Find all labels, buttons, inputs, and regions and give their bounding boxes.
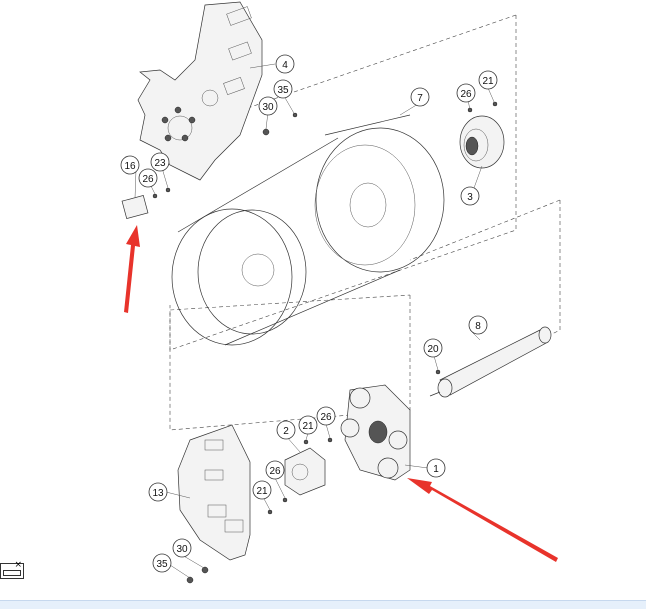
callout-8: 8 xyxy=(468,315,488,335)
callout-26: 26 xyxy=(316,406,336,426)
callout-20: 20 xyxy=(423,338,443,358)
red-arrow-lower xyxy=(407,478,558,562)
svg-text:4: 4 xyxy=(282,60,288,71)
svg-text:13: 13 xyxy=(152,488,164,499)
svg-text:16: 16 xyxy=(124,161,136,172)
bearing-flange-part-3 xyxy=(459,115,505,169)
callout-4: 4 xyxy=(275,54,295,74)
svg-text:2: 2 xyxy=(283,426,289,437)
svg-text:3: 3 xyxy=(467,192,473,203)
svg-text:21: 21 xyxy=(256,486,268,497)
callout-23: 23 xyxy=(150,152,170,172)
callout-3: 3 xyxy=(460,186,480,206)
callout-21: 21 xyxy=(252,480,272,500)
shaft-part-8 xyxy=(429,326,552,398)
callout-35: 35 xyxy=(152,553,172,573)
svg-text:7: 7 xyxy=(417,93,423,104)
svg-text:26: 26 xyxy=(269,466,281,477)
bottom-bar xyxy=(0,600,646,609)
drum-part-7 xyxy=(171,114,445,346)
svg-text:35: 35 xyxy=(156,559,168,570)
callout-21: 21 xyxy=(478,70,498,90)
callout-30: 30 xyxy=(172,538,192,558)
bracket-plate-part-4 xyxy=(137,1,263,181)
mini-window-icon[interactable]: × xyxy=(0,560,24,579)
svg-text:21: 21 xyxy=(302,421,314,432)
callout-7: 7 xyxy=(410,87,430,107)
close-icon[interactable]: × xyxy=(14,560,22,570)
assembly-frame-lower xyxy=(169,199,561,431)
svg-text:26: 26 xyxy=(320,412,332,423)
callout-13: 13 xyxy=(148,482,168,502)
svg-text:21: 21 xyxy=(482,76,494,87)
small-parts-left xyxy=(121,187,171,219)
callout-26: 26 xyxy=(138,168,158,188)
callout-2: 2 xyxy=(276,420,296,440)
svg-text:30: 30 xyxy=(262,102,274,113)
svg-text:20: 20 xyxy=(427,344,439,355)
callout-21: 21 xyxy=(298,415,318,435)
bracket-plate-part-13 xyxy=(177,424,251,561)
leader-lines xyxy=(134,63,496,579)
svg-text:26: 26 xyxy=(460,89,472,100)
callout-26: 26 xyxy=(265,460,285,480)
callout-35: 35 xyxy=(273,79,293,99)
gearbox-part-1 xyxy=(340,384,411,481)
svg-text:1: 1 xyxy=(433,464,439,475)
svg-text:23: 23 xyxy=(154,158,166,169)
svg-text:35: 35 xyxy=(277,85,289,96)
svg-text:30: 30 xyxy=(176,544,188,555)
callout-16: 16 xyxy=(120,155,140,175)
small-hardware xyxy=(186,101,498,584)
svg-text:26: 26 xyxy=(142,174,154,185)
window-frame xyxy=(3,570,21,576)
callout-1: 1 xyxy=(426,458,446,478)
callout-30: 30 xyxy=(258,96,278,116)
svg-text:8: 8 xyxy=(475,321,481,332)
motor-part-2 xyxy=(284,447,326,496)
red-arrow-upper xyxy=(124,225,140,313)
callout-26: 26 xyxy=(456,83,476,103)
